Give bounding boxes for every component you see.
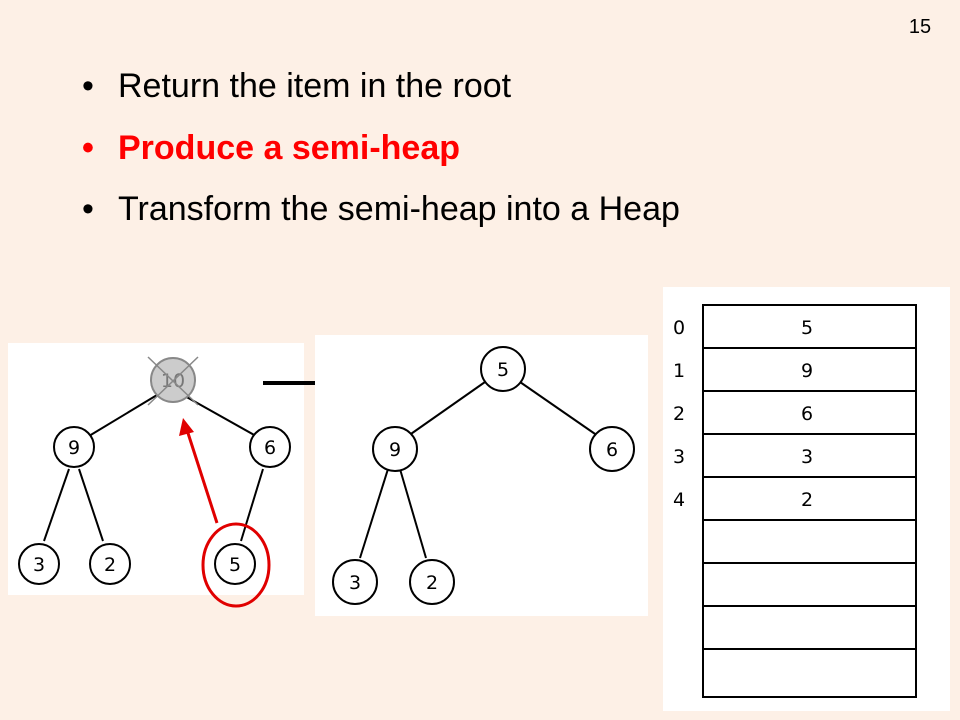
bullet-dot: • bbox=[82, 190, 94, 228]
tree-node: 2 bbox=[409, 559, 455, 605]
svg-text:5: 5 bbox=[229, 554, 241, 576]
tree-edge bbox=[399, 468, 427, 559]
page-number: 15 bbox=[908, 16, 932, 38]
array-frame bbox=[702, 304, 917, 698]
array-index: 0 bbox=[673, 317, 685, 339]
bullet-item-2: • Produce a semi-heap bbox=[82, 128, 738, 168]
array-index: 2 bbox=[673, 403, 685, 425]
tree-edge bbox=[78, 468, 104, 542]
left-tree-panel: 10 9 6 3 2 5 bbox=[8, 343, 304, 595]
middle-tree-diagram: 5 9 6 3 2 bbox=[332, 346, 635, 605]
svg-text:9: 9 bbox=[389, 439, 401, 461]
bullet-list: • Return the item in the root • Produce … bbox=[82, 66, 738, 250]
tree-edge bbox=[359, 468, 389, 559]
array-index: 4 bbox=[673, 489, 685, 511]
array-value: 6 bbox=[801, 403, 813, 425]
left-tree-diagram: 10 9 6 3 2 5 bbox=[18, 356, 291, 585]
svg-text:9: 9 bbox=[68, 437, 80, 459]
bullet-item-1: • Return the item in the root bbox=[82, 66, 738, 106]
svg-text:6: 6 bbox=[264, 437, 276, 459]
array-value: 3 bbox=[801, 446, 813, 468]
tree-edge bbox=[240, 468, 264, 542]
array-value: 2 bbox=[801, 489, 813, 511]
svg-text:3: 3 bbox=[33, 554, 45, 576]
array-index: 1 bbox=[673, 360, 685, 382]
bullet-dot: • bbox=[82, 67, 94, 105]
bullet-item-3: • Transform the semi-heap into a Heap bbox=[82, 190, 738, 228]
array-diagram: 0 1 2 3 4 5 9 6 3 2 bbox=[673, 304, 917, 698]
array-index: 3 bbox=[673, 446, 685, 468]
array-value: 9 bbox=[801, 360, 813, 382]
svg-text:2: 2 bbox=[104, 554, 116, 576]
middle-tree-panel: 5 9 6 3 2 bbox=[315, 335, 648, 616]
tree-node: 9 bbox=[53, 426, 95, 468]
tree-node: 6 bbox=[589, 426, 635, 472]
array-value: 5 bbox=[801, 317, 813, 339]
tree-edge bbox=[88, 394, 158, 437]
tree-node: 9 bbox=[372, 426, 418, 472]
tree-node: 6 bbox=[249, 426, 291, 468]
array-panel: 0 1 2 3 4 5 9 6 3 2 bbox=[663, 287, 950, 711]
bullet-dot: • bbox=[82, 129, 94, 167]
cross-out-mark bbox=[147, 356, 199, 406]
bullet-text: Return the item in the root bbox=[118, 67, 512, 105]
svg-text:3: 3 bbox=[349, 572, 361, 594]
tree-node: 3 bbox=[332, 559, 378, 605]
tree-node-root: 10 bbox=[147, 356, 199, 406]
tree-node: 3 bbox=[18, 543, 60, 585]
tree-node: 5 bbox=[214, 543, 256, 585]
bullet-text: Produce a semi-heap bbox=[118, 129, 461, 167]
tree-edge bbox=[519, 381, 599, 437]
svg-text:6: 6 bbox=[606, 439, 618, 461]
svg-text:2: 2 bbox=[426, 572, 438, 594]
tree-node: 2 bbox=[89, 543, 131, 585]
bullet-text: Transform the semi-heap into a Heap bbox=[118, 190, 680, 228]
tree-edge bbox=[43, 468, 70, 542]
tree-node-root: 5 bbox=[480, 346, 526, 392]
svg-text:5: 5 bbox=[497, 359, 509, 381]
tree-edge bbox=[407, 381, 486, 437]
